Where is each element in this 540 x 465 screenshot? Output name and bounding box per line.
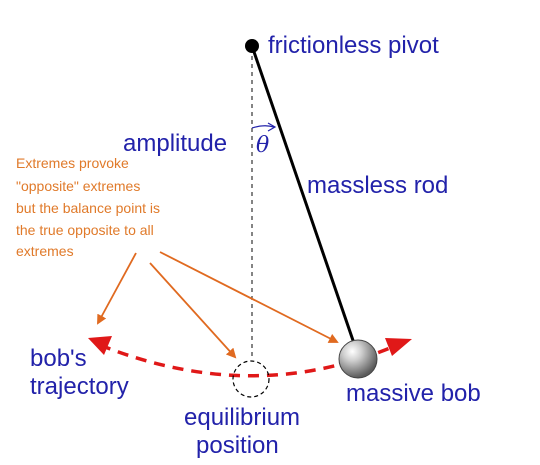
massless-rod xyxy=(250,45,360,356)
annotation-line: Extremes provoke xyxy=(16,155,129,171)
pivot-label: frictionless pivot xyxy=(268,32,439,59)
trajectory-label-line2: trajectory xyxy=(30,373,129,400)
trajectory-right-arrowhead xyxy=(385,338,412,356)
annotation-line: but the balance point is xyxy=(16,200,160,216)
annotation-line: the true opposite to all xyxy=(16,222,154,238)
equilibrium-label-line2: position xyxy=(196,432,279,459)
bob-trajectory-arc xyxy=(99,343,391,378)
equilibrium-label-line1: equilibrium xyxy=(184,404,300,431)
theta-symbol: θ xyxy=(256,133,269,158)
annotation-arrow-right xyxy=(159,251,339,343)
annotation-arrow-left xyxy=(97,252,137,325)
amplitude-label: amplitude xyxy=(123,130,227,157)
annotation-text: Extremes provoke "opposite" extremes but… xyxy=(16,155,160,259)
bob-label: massive bob xyxy=(346,380,481,407)
annotation-arrow-center xyxy=(149,262,237,359)
annotation-line: "opposite" extremes xyxy=(16,178,140,194)
rod-label: massless rod xyxy=(307,172,448,199)
massive-bob xyxy=(338,339,378,379)
trajectory-label-line1: bob's xyxy=(30,345,87,372)
trajectory-left-arrowhead xyxy=(88,336,112,355)
angle-arc xyxy=(251,125,275,129)
equilibrium-position-marker xyxy=(232,360,270,398)
pivot-point xyxy=(245,39,259,53)
angle-arc-arrowhead xyxy=(267,122,277,132)
annotation-line: extremes xyxy=(16,243,74,259)
